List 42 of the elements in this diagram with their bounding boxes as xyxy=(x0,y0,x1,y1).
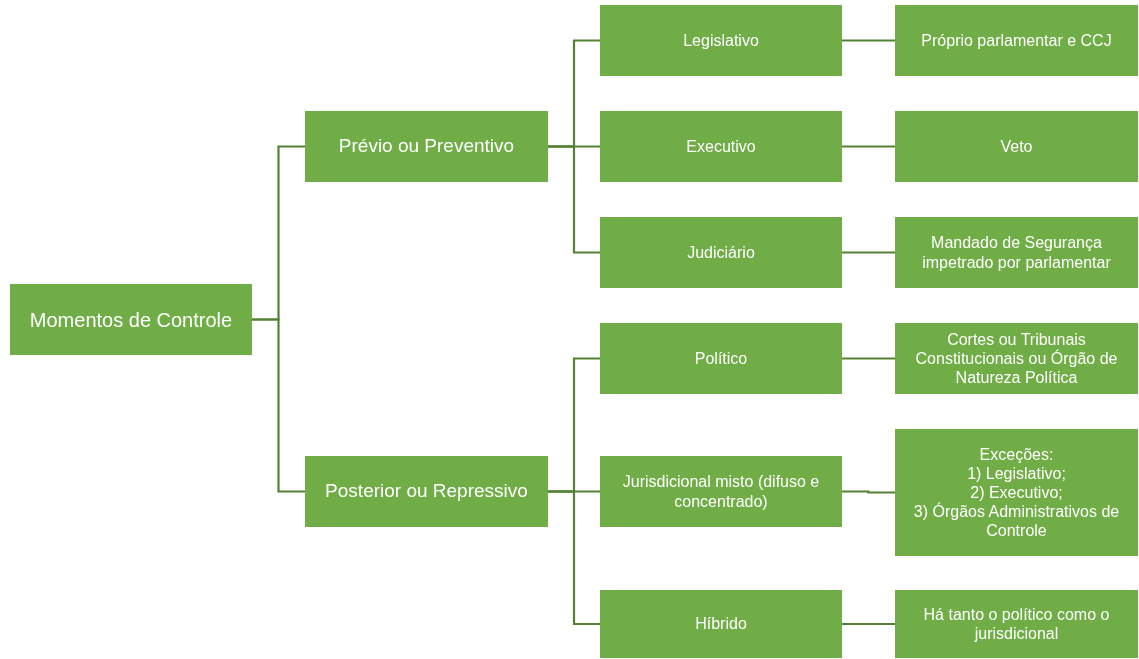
box-label: Posterior ou Repressivo xyxy=(325,480,528,503)
box-label: Prévio ou Preventivo xyxy=(338,135,515,158)
box-label: Veto xyxy=(1000,136,1033,157)
process-box xyxy=(600,323,842,394)
connector-line xyxy=(548,145,600,254)
box-label: Político xyxy=(694,348,748,369)
box-label: Judiciário xyxy=(687,242,755,263)
process-box xyxy=(600,217,842,288)
process-box xyxy=(10,284,252,355)
process-box xyxy=(305,456,548,527)
process-box xyxy=(600,5,842,76)
process-box xyxy=(895,590,1138,658)
connector-line xyxy=(842,39,895,42)
process-box xyxy=(895,323,1138,394)
box-label: Há tanto o político como o jurisdicional xyxy=(922,604,1111,644)
process-box xyxy=(895,111,1138,182)
process-box xyxy=(895,429,1138,556)
box-label: Próprio parlamentar e CCJ xyxy=(921,30,1112,51)
box-label: 3) Órgãos Administrativos de Controle xyxy=(912,502,1121,541)
connector-line xyxy=(842,145,895,148)
box-label: Exceções: xyxy=(979,444,1054,464)
connector-line xyxy=(842,357,895,360)
process-box xyxy=(600,456,842,527)
connector-line xyxy=(842,622,895,626)
box-label: Cortes ou Tribunais Constitucionais ou Órgão de Natureza Política xyxy=(914,329,1119,388)
box-label: Executivo xyxy=(686,136,756,157)
process-box xyxy=(600,590,842,658)
connector-line xyxy=(252,318,305,493)
process-box xyxy=(895,217,1138,288)
box-label: Momentos de Controle xyxy=(29,307,233,332)
process-box xyxy=(895,5,1138,76)
box-label: 1) Legislativo; xyxy=(967,463,1066,483)
connector-line xyxy=(548,490,600,626)
box-label: Mandado de Segurança impetrado por parlamentar xyxy=(921,233,1112,272)
connector-line xyxy=(842,490,895,494)
process-box xyxy=(305,111,548,182)
box-label: Jurisdicional misto (difuso e concentrado) xyxy=(621,472,821,511)
connector-line xyxy=(842,251,895,254)
box-label: Híbrido xyxy=(695,614,747,634)
process-box xyxy=(600,111,842,182)
box-label: 2) Executivo; xyxy=(970,482,1063,502)
box-label: Legislativo xyxy=(683,30,759,51)
